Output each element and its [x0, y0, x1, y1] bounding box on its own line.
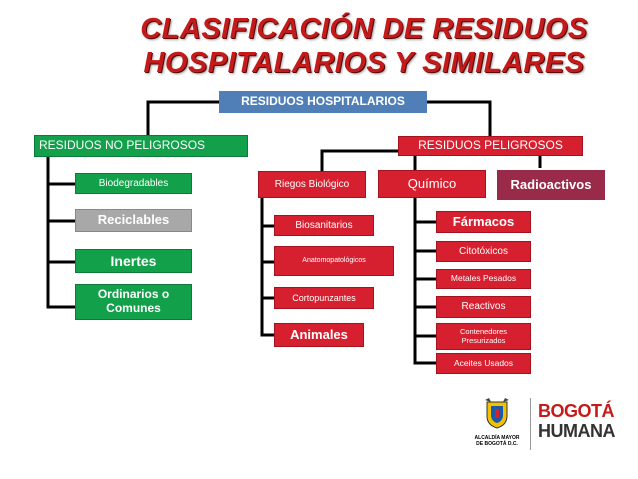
item-inertes: Inertes: [75, 249, 192, 273]
alcaldia-logo: ALCALDÍA MAYOR DE BOGOTÁ D.C.: [468, 398, 526, 453]
radioactivos-node: Radioactivos: [497, 170, 605, 200]
bogota-text: BOGOTÁ: [538, 401, 615, 421]
item-label: Metales Pesados: [450, 273, 517, 284]
item-label: Biodegradables: [98, 177, 169, 189]
connector-root-nonhazard: [146, 100, 219, 135]
root-label: RESIDUOS HOSPITALARIOS: [241, 94, 405, 109]
non-hazardous-node: RESIDUOS NO PELIGROSOS: [34, 135, 248, 157]
item-label: Contenedores Presurizados: [459, 326, 508, 345]
page-title: CLASIFICACIÓN DE RESIDUOS HOSPITALARIOS …: [0, 12, 638, 80]
item-label: Fármacos: [452, 213, 515, 229]
humana-text: HUMANA: [538, 421, 616, 441]
item-metales-pesados: Metales Pesados: [436, 269, 531, 289]
item-biodegradables: Biodegradables: [75, 173, 192, 194]
connector-root-hazard: [427, 100, 492, 136]
connector-bio-trunk: [260, 198, 274, 337]
root-node: RESIDUOS HOSPITALARIOS: [219, 91, 427, 113]
hazardous-label: RESIDUOS PELIGROSOS: [418, 138, 563, 153]
item-label: Reciclables: [97, 212, 170, 228]
item-ordinarios: Ordinarios o Comunes: [75, 284, 192, 320]
hazardous-node: RESIDUOS PELIGROSOS: [398, 136, 583, 156]
connector-quimico-trunk: [413, 198, 436, 365]
item-label: Citotóxicos: [459, 245, 508, 257]
quimico-node: Químico: [378, 170, 486, 198]
biologico-label: Riegos Biológico: [274, 178, 350, 190]
item-animales: Animales: [274, 323, 364, 347]
item-label: Ordinarios o Comunes: [97, 287, 170, 315]
item-farmacos: Fármacos: [436, 211, 531, 233]
alcaldia-label: ALCALDÍA MAYOR DE BOGOTÁ D.C.: [474, 435, 520, 447]
item-label: Aceites Usados: [453, 357, 514, 368]
logo-divider: [530, 398, 531, 450]
bogota-humana-logo: BOGOTÁ HUMANA: [538, 401, 616, 448]
non-hazardous-label: RESIDUOS NO PELIGROSOS: [39, 138, 206, 153]
item-label: Cortopunzantes: [292, 292, 356, 303]
item-label: Biosanitarios: [295, 219, 353, 231]
biologico-node: Riegos Biológico: [258, 171, 366, 198]
item-anatomopatologicos: Anatomopatológicos: [274, 246, 394, 276]
title-line-2: HOSPITALARIOS Y SIMILARES: [143, 47, 585, 79]
item-citotoxicos: Citotóxicos: [436, 241, 531, 262]
quimico-label: Químico: [407, 175, 457, 191]
item-label: Animales: [290, 326, 348, 342]
item-label: Inertes: [110, 252, 157, 269]
coat-of-arms-icon: [485, 398, 509, 429]
title-line-1: CLASIFICACIÓN DE RESIDUOS: [140, 13, 588, 45]
item-cortopunzantes: Cortopunzantes: [274, 287, 374, 309]
radioactivos-label: Radioactivos: [510, 176, 592, 192]
item-label: Anatomopatológicos: [302, 256, 366, 264]
item-contenedores: Contenedores Presurizados: [436, 323, 531, 350]
item-biosanitarios: Biosanitarios: [274, 215, 374, 236]
item-aceites-usados: Aceites Usados: [436, 353, 531, 374]
item-label: Reactivos: [461, 301, 506, 313]
item-reactivos: Reactivos: [436, 296, 531, 318]
connector-nonhazard-trunk: [46, 151, 75, 309]
item-reciclables: Reciclables: [75, 209, 192, 232]
